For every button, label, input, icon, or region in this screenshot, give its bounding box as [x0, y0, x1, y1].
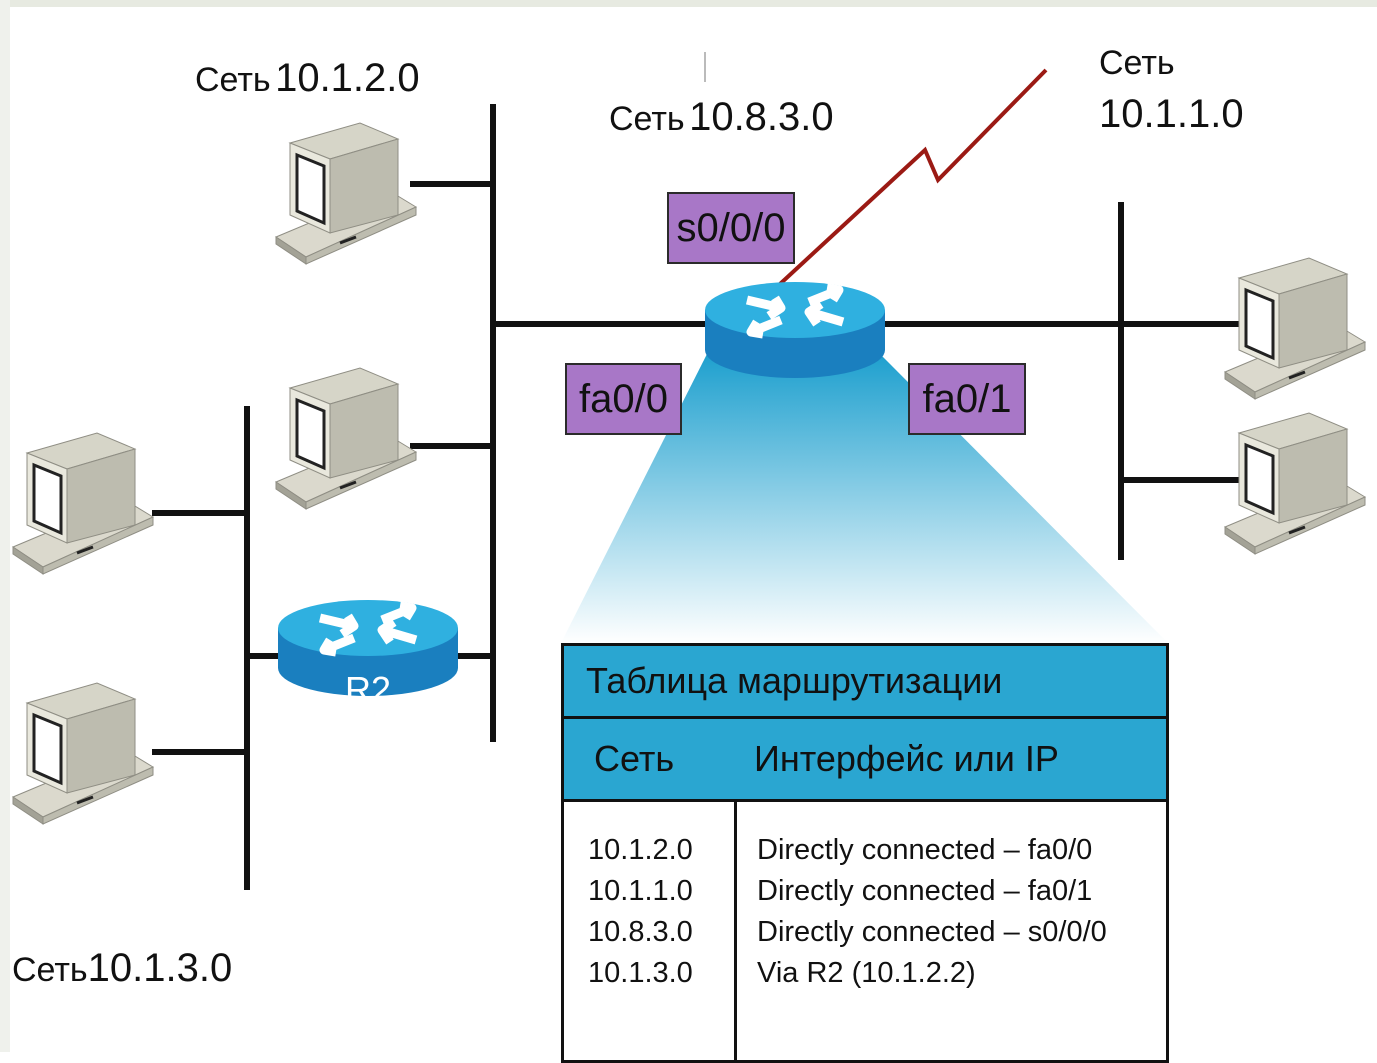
row-interface: Directly connected – s0/0/0	[757, 916, 1107, 948]
row-interface: Directly connected – fa0/0	[757, 834, 1093, 866]
pc-10-1-3-bottom	[11, 681, 155, 826]
router-r1-icon	[705, 282, 885, 378]
table-row: 10.1.2.0 Directly connected – fa0/0	[564, 830, 1166, 870]
network-label-10-1-1-0: 10.1.1.0	[1099, 92, 1244, 136]
interface-fa0-0: fa0/0	[565, 363, 682, 435]
network-label-10-1-3-0: Сеть10.1.3.0	[12, 946, 233, 990]
routing-table: Таблица маршрутизации Сеть Интерфейс или…	[561, 643, 1169, 1063]
column-divider	[734, 802, 737, 1060]
table-row: 10.1.3.0 Via R2 (10.1.2.2)	[564, 953, 1166, 993]
top-border	[0, 0, 1377, 7]
network-label-10-1-1-0-prefix: Сеть	[1099, 44, 1175, 82]
pc-10-1-2-bottom	[274, 366, 418, 511]
interface-fa0-1: fa0/1	[908, 363, 1026, 435]
row-network: 10.8.3.0	[588, 916, 693, 948]
pc-10-1-3-top	[11, 431, 155, 576]
routing-table-title: Таблица маршрутизации	[564, 646, 1166, 719]
network-segments	[152, 104, 1258, 890]
pc-10-1-2-top	[274, 121, 418, 266]
row-network: 10.1.2.0	[588, 834, 693, 866]
network-label-10-1-2-0: Сеть 10.1.2.0	[195, 56, 420, 100]
row-network: 10.1.1.0	[588, 875, 693, 907]
routing-table-header: Сеть Интерфейс или IP	[564, 719, 1166, 802]
left-border	[0, 0, 10, 1052]
pc-10-1-1-bottom	[1223, 411, 1367, 556]
network-label-10-8-3-0: Сеть 10.8.3.0	[609, 95, 834, 139]
row-network: 10.1.3.0	[588, 957, 693, 989]
row-interface: Via R2 (10.1.2.2)	[757, 957, 976, 989]
row-interface: Directly connected – fa0/1	[757, 875, 1093, 907]
column-interface-header: Интерфейс или IP	[754, 738, 1059, 779]
table-row: 10.8.3.0 Directly connected – s0/0/0	[564, 912, 1166, 952]
column-network-header: Сеть	[594, 738, 675, 779]
pc-10-1-1-top	[1223, 256, 1367, 401]
interface-s0-0-0: s0/0/0	[667, 192, 795, 264]
router-zoom-beam	[561, 352, 1168, 643]
table-row: 10.1.1.0 Directly connected – fa0/1	[564, 871, 1166, 911]
serial-link	[778, 68, 1048, 286]
router-r2-label: R2	[345, 669, 391, 710]
